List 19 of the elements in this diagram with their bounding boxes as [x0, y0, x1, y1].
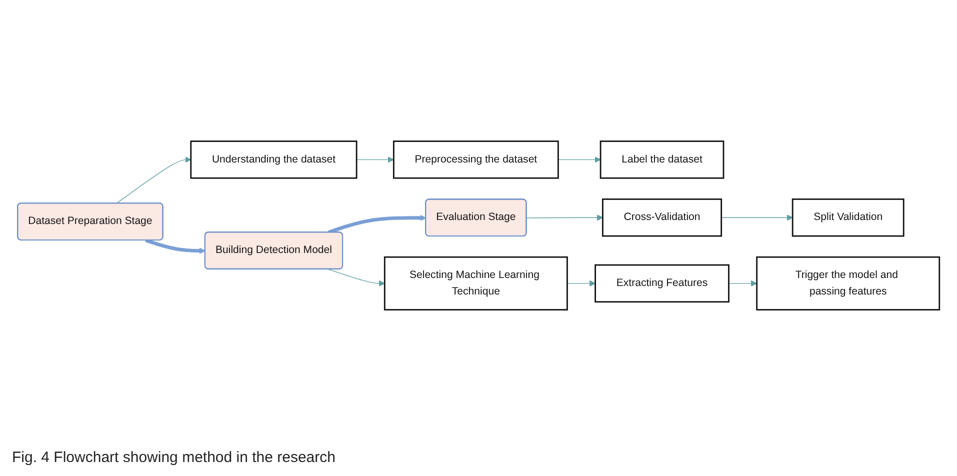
arrow [116, 156, 192, 204]
arrow [566, 280, 596, 287]
node-box: Trigger the model and passing features [756, 256, 940, 310]
arrow [356, 156, 394, 163]
arrow [145, 238, 206, 254]
arrow [328, 268, 385, 287]
arrow [558, 156, 601, 163]
arrow [526, 214, 603, 221]
node-box: Extracting Features [594, 264, 730, 303]
figure-caption: Fig. 4 Flowchart showing method in the research [12, 448, 336, 468]
arrow [720, 214, 793, 221]
node-box: Preprocessing the dataset [392, 140, 559, 179]
arrow [328, 214, 426, 234]
node-box: Selecting Machine Learning Technique [384, 256, 568, 310]
node-box: Cross-Validation [602, 198, 722, 237]
node-box: Understanding the dataset [190, 140, 358, 179]
node-box: Split Validation [792, 198, 904, 237]
node-box: Label the dataset [600, 140, 724, 179]
arrow [728, 280, 758, 287]
